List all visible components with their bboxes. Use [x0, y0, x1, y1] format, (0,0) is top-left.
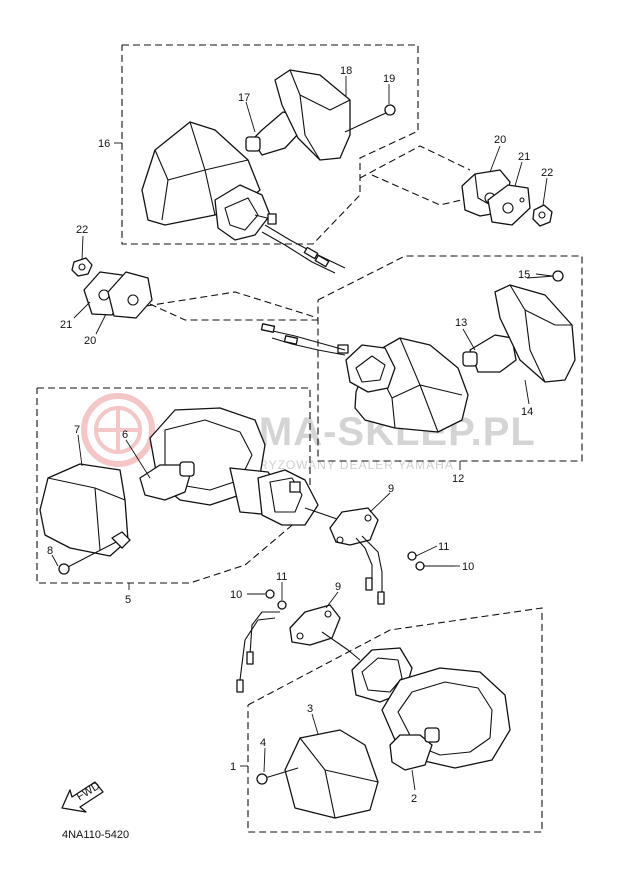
- callout-2: 2: [411, 793, 417, 805]
- callout-12: 12: [452, 473, 464, 485]
- callout-17: 17: [238, 92, 250, 104]
- callout-4: 4: [260, 737, 266, 749]
- callout-6: 6: [122, 429, 128, 441]
- bracket-set-left: [71, 257, 153, 319]
- assembly-16: [121, 44, 419, 274]
- callout-9-upper: 9: [388, 483, 394, 495]
- assembly-5: [36, 387, 319, 584]
- callout-9-lower: 9: [335, 581, 341, 593]
- callout-19: 19: [383, 73, 395, 85]
- leader-lines: [51, 76, 553, 791]
- callout-22-right: 22: [541, 167, 553, 179]
- callout-3: 3: [307, 703, 313, 715]
- callout-8: 8: [47, 545, 53, 557]
- callout-11-upper: 11: [438, 541, 449, 553]
- callout-20-right: 20: [494, 134, 506, 146]
- assembly-12: [260, 255, 583, 462]
- callout-22-left: 22: [76, 224, 88, 236]
- callout-10-lower: 10: [230, 589, 242, 601]
- callout-13: 13: [455, 317, 467, 329]
- bracket-set-right: [461, 169, 553, 227]
- callout-16: 16: [98, 138, 110, 150]
- callout-15: 15: [518, 269, 530, 281]
- callout-7: 7: [74, 424, 80, 436]
- callout-1: 1: [230, 761, 236, 773]
- callout-21-left: 21: [60, 319, 72, 331]
- callout-14: 14: [521, 406, 533, 418]
- fwd-arrow-icon: FWD: [61, 780, 104, 813]
- callout-10-upper: 10: [462, 561, 474, 573]
- wiring-9-lower: [236, 589, 361, 693]
- callout-20-left: 20: [84, 335, 96, 347]
- wiring-9-upper: [304, 507, 455, 605]
- callout-21-right: 21: [518, 151, 530, 163]
- callout-5: 5: [125, 594, 131, 606]
- callout-11-lower: 11: [276, 571, 287, 583]
- diagram-code: 4NA110-5420: [62, 829, 129, 841]
- assembly-1: [247, 607, 543, 833]
- callouts: 18 19 17 16 20 21 22 22 21 20 15 13 14 1…: [47, 65, 553, 805]
- callout-18: 18: [340, 65, 352, 77]
